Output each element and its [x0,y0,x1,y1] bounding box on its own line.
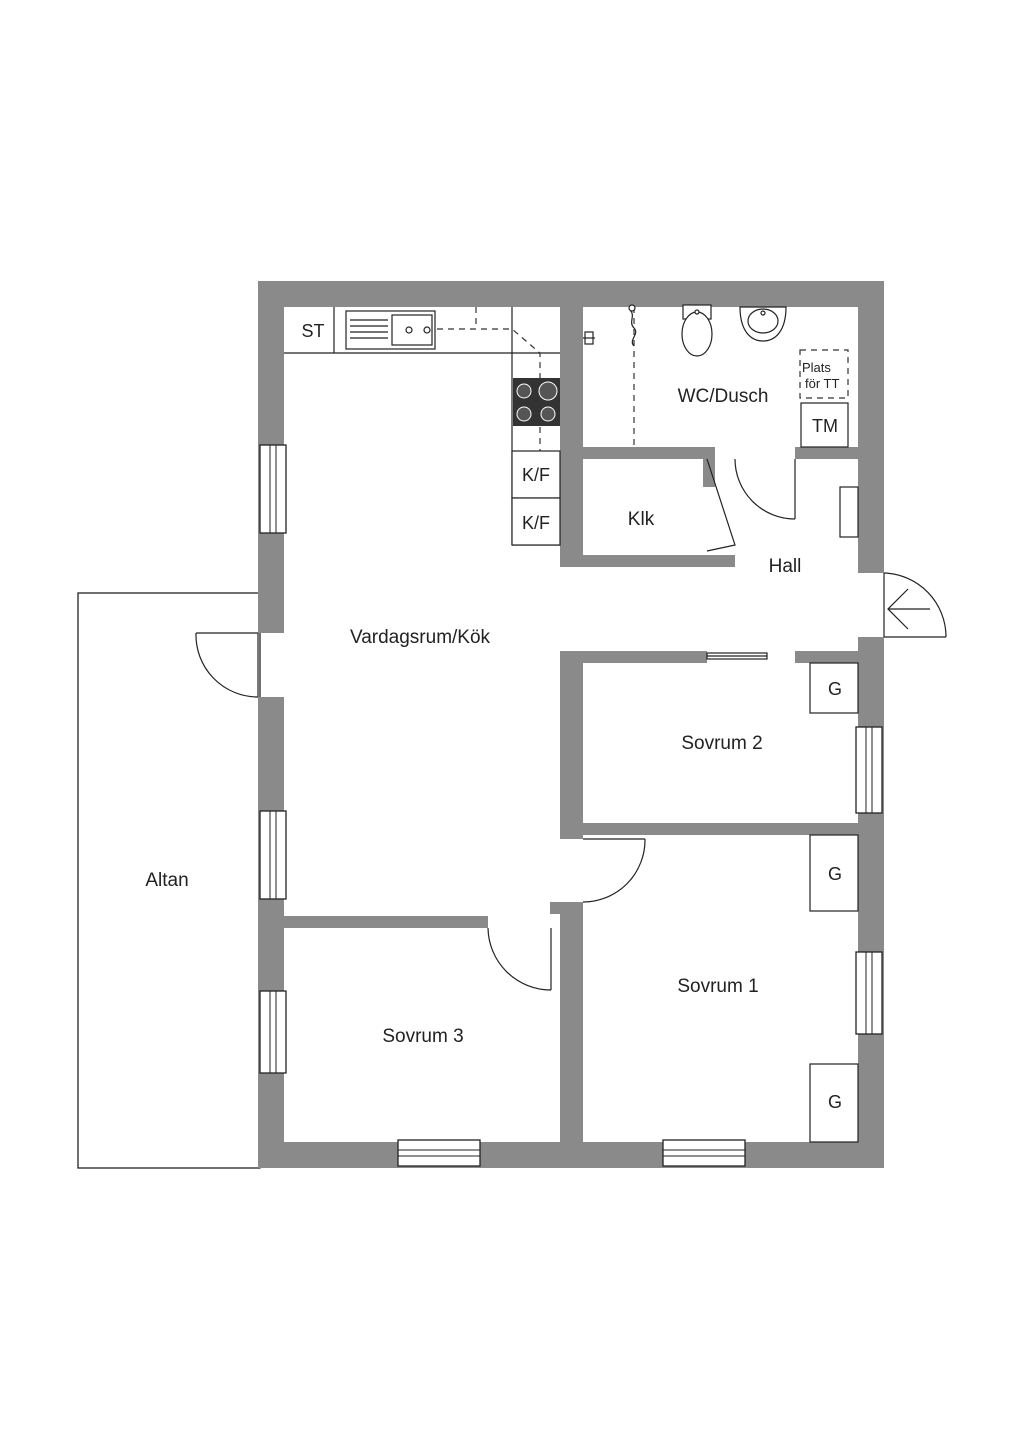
windows [259,444,883,1167]
window-left-1 [259,444,287,534]
window-bottom-1 [397,1139,481,1167]
room-label-klk: Klk [628,509,655,530]
fixture-label-kf-1: K/F [522,465,550,485]
window-left-2 [259,810,287,900]
sink-icon [345,310,436,350]
fixture-label-plats-2: för TT [805,376,839,391]
toilet-icon [681,304,713,357]
room-label-wc: WC/Dusch [678,386,769,407]
fixture-label-g-3: G [828,1092,842,1112]
labels: Vardagsrum/Kök WC/Dusch Klk Hall Sovrum … [145,321,842,1112]
door-altan [195,632,259,698]
kitchen-fixtures [284,307,561,546]
fixture-label-plats-1: Plats [802,360,831,375]
fixture-label-tm: TM [812,416,838,436]
tap-icon [583,331,595,345]
room-label-altan: Altan [145,870,188,891]
doors [195,458,947,991]
window-right-1 [855,726,883,814]
room-label-sovrum1: Sovrum 1 [677,976,758,997]
room-label-sovrum3: Sovrum 3 [382,1026,463,1047]
walls [258,281,884,1168]
stove-icon [513,378,560,426]
wardrobe-sovrum2 [809,662,859,714]
fixture-label-g-2: G [828,864,842,884]
door-sovrum3 [487,927,552,991]
door-sovrum1 [582,838,646,903]
door-sovrum2 [706,652,768,660]
washbasin-icon [739,306,787,342]
door-klk [706,458,736,552]
fixture-label-kf-2: K/F [522,513,550,533]
entrance-arrow-icon [887,588,930,630]
altan-outline [77,592,261,1169]
door-wc [734,458,796,520]
window-right-2 [855,951,883,1035]
window-left-3 [259,990,287,1074]
room-label-sovrum2: Sovrum 2 [681,733,762,754]
window-bottom-2 [662,1139,746,1167]
wardrobe-sovrum1-top [809,834,859,912]
hall-cabinet [839,486,859,538]
room-label-vardagsrum: Vardagsrum/Kök [350,627,491,648]
shower-icon [628,304,637,347]
door-entrance [883,572,947,638]
bathroom-fixtures [583,304,849,448]
fixture-label-st: ST [301,321,324,341]
wardrobe-sovrum1-bottom [809,1063,859,1143]
fixture-label-g-1: G [828,679,842,699]
room-label-hall: Hall [769,556,802,577]
